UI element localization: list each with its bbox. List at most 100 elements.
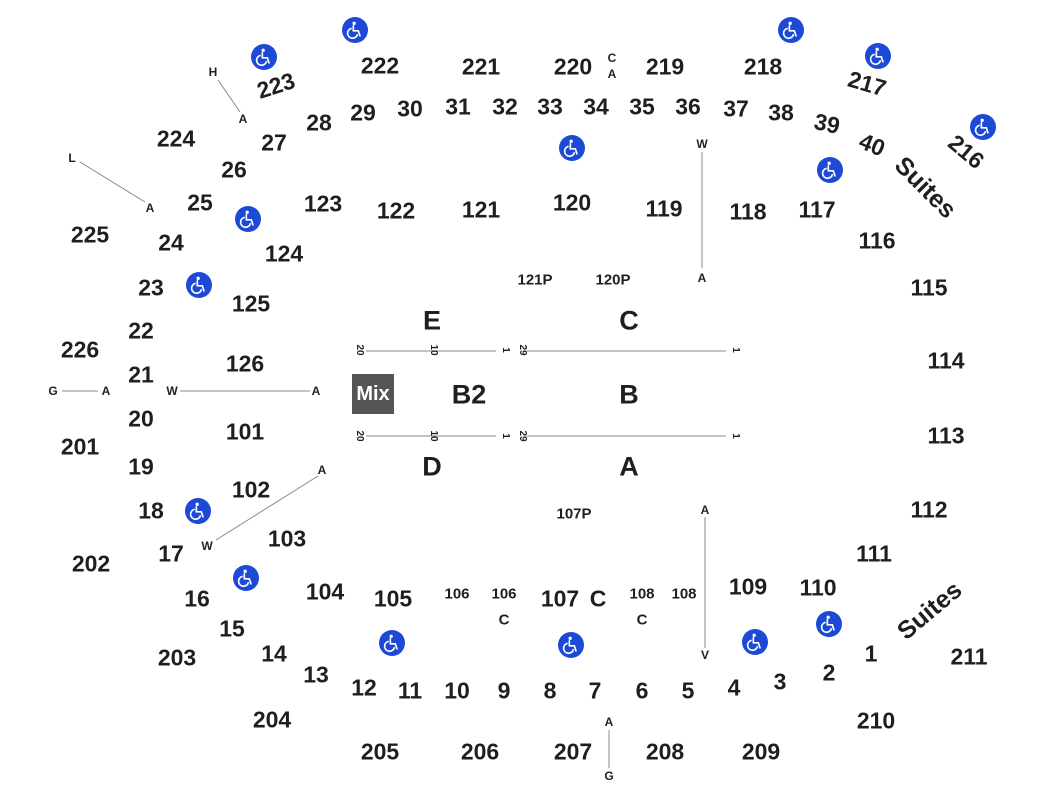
section-220[interactable]: 220 bbox=[553, 53, 593, 80]
section-103[interactable]: 103 bbox=[267, 525, 307, 552]
section-109[interactable]: 109 bbox=[728, 573, 768, 600]
section-205[interactable]: 205 bbox=[360, 738, 400, 765]
floor-section-a[interactable]: A bbox=[619, 451, 639, 482]
section-121[interactable]: 121 bbox=[461, 196, 501, 223]
section-114[interactable]: 114 bbox=[927, 347, 965, 374]
section-113[interactable]: 113 bbox=[927, 422, 965, 449]
section-101[interactable]: 101 bbox=[225, 418, 265, 445]
row-38[interactable]: 38 bbox=[768, 99, 794, 126]
section-203[interactable]: 203 bbox=[157, 644, 197, 671]
row-29[interactable]: 29 bbox=[350, 99, 376, 126]
row-4[interactable]: 4 bbox=[727, 674, 741, 701]
section-117[interactable]: 117 bbox=[798, 196, 836, 223]
section-108-left[interactable]: 108 bbox=[629, 585, 655, 603]
section-221[interactable]: 221 bbox=[461, 53, 501, 80]
row-13[interactable]: 13 bbox=[303, 661, 329, 688]
row-12[interactable]: 12 bbox=[351, 674, 377, 701]
section-224[interactable]: 224 bbox=[156, 125, 196, 152]
floor-section-b2[interactable]: B2 bbox=[451, 379, 487, 410]
section-106-right[interactable]: 106 bbox=[491, 585, 517, 603]
section-202[interactable]: 202 bbox=[71, 550, 111, 577]
section-106-c[interactable]: C bbox=[498, 611, 510, 629]
section-107-c[interactable]: C bbox=[589, 585, 607, 612]
row-9[interactable]: 9 bbox=[497, 677, 511, 704]
section-124[interactable]: 124 bbox=[264, 240, 304, 267]
row-14[interactable]: 14 bbox=[261, 640, 287, 667]
section-204[interactable]: 204 bbox=[252, 706, 292, 733]
row-23[interactable]: 23 bbox=[138, 274, 164, 301]
row-20[interactable]: 20 bbox=[128, 405, 154, 432]
row-33[interactable]: 33 bbox=[537, 93, 563, 120]
section-126[interactable]: 126 bbox=[225, 350, 265, 377]
row-1[interactable]: 1 bbox=[864, 640, 878, 667]
section-108-right[interactable]: 108 bbox=[671, 585, 697, 603]
row-tick-20: 20 bbox=[354, 344, 365, 356]
section-210[interactable]: 210 bbox=[856, 707, 896, 734]
section-119[interactable]: 119 bbox=[645, 195, 683, 222]
row-11[interactable]: 11 bbox=[397, 677, 423, 704]
row-3[interactable]: 3 bbox=[773, 668, 787, 695]
row-24[interactable]: 24 bbox=[158, 229, 184, 256]
marker-a: A bbox=[238, 112, 248, 126]
section-219[interactable]: 219 bbox=[645, 53, 685, 80]
row-8[interactable]: 8 bbox=[543, 677, 557, 704]
floor-section-b[interactable]: B bbox=[619, 379, 639, 410]
row-36[interactable]: 36 bbox=[675, 93, 701, 120]
row-2[interactable]: 2 bbox=[822, 659, 836, 686]
row-22[interactable]: 22 bbox=[128, 317, 154, 344]
section-209[interactable]: 209 bbox=[741, 738, 781, 765]
section-106-left[interactable]: 106 bbox=[444, 585, 470, 603]
row-6[interactable]: 6 bbox=[635, 677, 649, 704]
section-116[interactable]: 116 bbox=[858, 227, 896, 254]
section-208[interactable]: 208 bbox=[645, 738, 685, 765]
section-102[interactable]: 102 bbox=[231, 476, 271, 503]
section-111[interactable]: 111 bbox=[856, 540, 892, 567]
section-201[interactable]: 201 bbox=[60, 433, 100, 460]
section-120p[interactable]: 120P bbox=[595, 271, 631, 289]
section-110[interactable]: 110 bbox=[799, 574, 837, 601]
row-26[interactable]: 26 bbox=[221, 156, 247, 183]
row-10[interactable]: 10 bbox=[444, 677, 470, 704]
section-120[interactable]: 120 bbox=[552, 189, 592, 216]
section-105[interactable]: 105 bbox=[373, 585, 413, 612]
section-207[interactable]: 207 bbox=[553, 738, 593, 765]
row-28[interactable]: 28 bbox=[306, 109, 332, 136]
section-218[interactable]: 218 bbox=[743, 53, 783, 80]
row-27[interactable]: 27 bbox=[261, 129, 287, 156]
floor-section-d[interactable]: D bbox=[422, 451, 442, 482]
section-104[interactable]: 104 bbox=[305, 578, 345, 605]
row-30[interactable]: 30 bbox=[397, 95, 423, 122]
row-18[interactable]: 18 bbox=[138, 497, 164, 524]
row-34[interactable]: 34 bbox=[583, 93, 609, 120]
row-15[interactable]: 15 bbox=[219, 615, 245, 642]
floor-section-c[interactable]: C bbox=[619, 305, 639, 336]
section-206[interactable]: 206 bbox=[460, 738, 500, 765]
section-122[interactable]: 122 bbox=[376, 197, 416, 224]
row-39[interactable]: 39 bbox=[811, 108, 843, 139]
floor-section-e[interactable]: E bbox=[422, 305, 442, 336]
section-115[interactable]: 115 bbox=[910, 274, 948, 301]
section-225[interactable]: 225 bbox=[70, 221, 110, 248]
section-118[interactable]: 118 bbox=[729, 198, 767, 225]
row-25[interactable]: 25 bbox=[187, 189, 213, 216]
section-108-c[interactable]: C bbox=[636, 611, 648, 629]
section-211[interactable]: 211 bbox=[950, 643, 988, 670]
row-32[interactable]: 32 bbox=[492, 93, 518, 120]
row-19[interactable]: 19 bbox=[128, 453, 154, 480]
section-125[interactable]: 125 bbox=[231, 290, 271, 317]
section-123[interactable]: 123 bbox=[303, 190, 343, 217]
row-31[interactable]: 31 bbox=[445, 93, 471, 120]
row-21[interactable]: 21 bbox=[128, 361, 154, 388]
section-222[interactable]: 222 bbox=[360, 52, 400, 79]
section-107[interactable]: 107 bbox=[540, 585, 580, 612]
section-107p[interactable]: 107P bbox=[556, 505, 592, 523]
row-17[interactable]: 17 bbox=[158, 540, 184, 567]
row-35[interactable]: 35 bbox=[629, 93, 655, 120]
row-7[interactable]: 7 bbox=[588, 677, 602, 704]
row-37[interactable]: 37 bbox=[723, 95, 749, 122]
section-112[interactable]: 112 bbox=[910, 496, 948, 523]
row-5[interactable]: 5 bbox=[681, 677, 695, 704]
section-121p[interactable]: 121P bbox=[517, 271, 553, 289]
section-226[interactable]: 226 bbox=[60, 336, 100, 363]
row-16[interactable]: 16 bbox=[184, 585, 210, 612]
